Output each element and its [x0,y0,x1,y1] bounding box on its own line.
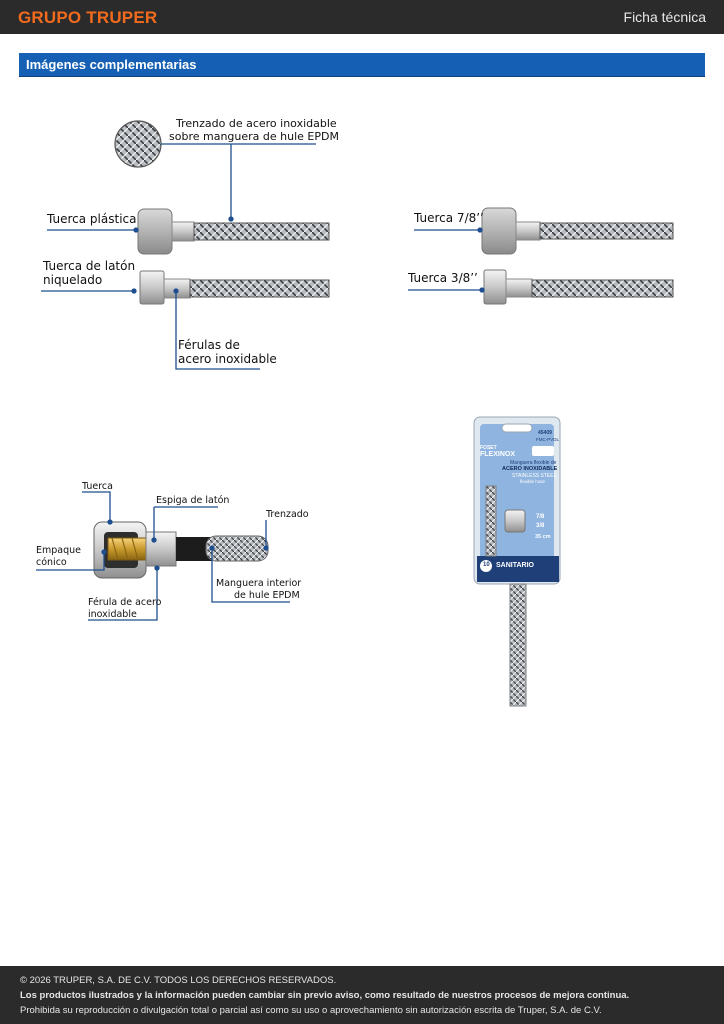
footer: © 2026 TRUPER, S.A. DE C.V. TODOS LOS DE… [0,966,724,1024]
cutaway-connector [93,521,269,579]
cutaway-ferrule-label-line2: inoxidable [88,609,137,620]
ferrule-label-line2: acero inoxidable [178,352,277,366]
diagram1-leaders [41,143,316,370]
package-desc-line1: Manguera flexible de [510,460,557,466]
package-brand: FLEXINOX [480,451,516,458]
cutaway-inner-hose-label-line1: Manguera interior [216,578,302,589]
nut-3-8-label: Tuerca 3/8’’ [408,271,478,285]
package-category: SANITARIO [496,562,534,569]
package-code: 45409 [538,430,552,436]
brass-nut-label-line2: niquelado [43,273,103,287]
hose-3-8-nut [483,269,674,305]
plastic-nut-label: Tuerca plástica [47,212,137,226]
braid-label-line1: Trenzado de acero inoxidable [176,117,337,130]
hose-plastic-nut [137,208,330,255]
braid-detail-circle [114,120,162,168]
hose-7-8-nut [481,207,674,255]
package-brand-small: FOSET [480,445,497,451]
footer-legal: Prohibida su reproducción o divulgación … [20,1005,602,1016]
footer-notice: Los productos ilustrados y la informació… [20,990,630,1001]
brand-logo: GRUPO TRUPER [18,8,158,27]
nut-7-8-label: Tuerca 7/8’’ [414,211,484,225]
footer-copyright: © 2026 TRUPER, S.A. DE C.V. TODOS LOS DE… [20,975,337,986]
cutaway-braid-label: Trenzado [266,509,309,520]
package-years-badge: 10 [483,562,490,568]
cutaway-gasket-label-line1: Empaque [36,545,82,556]
ferrule-label-line1: Férulas de [178,338,240,352]
product-package [473,416,561,707]
package-desc-line4: flexible hose [520,479,546,484]
package-desc-line3: STAINLESS STEEL [512,473,557,479]
hose-brass-nut [139,270,330,305]
section-title: Imágenes complementarias [26,57,197,72]
cutaway-inner-hose-label-line2: de hule EPDM [234,590,300,601]
document-type: Ficha técnica [623,9,706,25]
cutaway-spigot-label: Espiga de latón [156,495,230,506]
package-size-2: 3/8 [536,523,545,529]
package-length: 35 cm [535,534,551,540]
cutaway-ferrule-label-line1: Férula de acero [88,597,162,608]
section-header: Imágenes complementarias [19,53,705,77]
package-desc-line2: ACERO INOXIDABLE [502,466,558,472]
package-model: FMC-PVDL [536,437,560,442]
diagram2-leaders [408,227,485,293]
cutaway-nut-label: Tuerca [82,481,113,492]
package-size-1: 7/8 [536,514,545,520]
diagram3-leaders [36,491,290,621]
cutaway-gasket-label-line2: cónico [36,557,67,568]
top-bar: GRUPO TRUPER Ficha técnica [0,0,724,34]
brass-nut-label-line1: Tuerca de latón [43,259,136,273]
braid-label-line2: sobre manguera de hule EPDM [169,130,339,143]
